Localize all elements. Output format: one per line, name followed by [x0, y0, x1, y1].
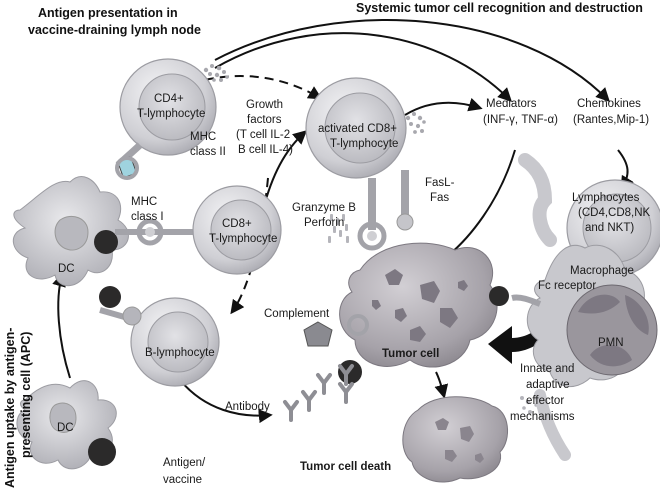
- header-apc-side: Antigen uptake by antigen- presenting ce…: [3, 328, 33, 488]
- fc-receptor-label: Fc receptor: [538, 280, 596, 292]
- cd4-t-lymphocyte: [115, 58, 229, 180]
- arrow-growth-cd8: [204, 75, 323, 100]
- activated-granules: [405, 112, 426, 134]
- growth-factors-line3: (T cell IL-2: [236, 129, 290, 141]
- dc-top: [12, 176, 136, 323]
- effector-line3: effector: [526, 395, 564, 407]
- cd8-t-lymphocyte: [192, 185, 282, 275]
- fasl-line1: FasL-: [425, 177, 455, 189]
- growth-factors-line2: factors: [247, 114, 282, 126]
- activated-cd8-t-lymphocyte: [305, 77, 426, 251]
- dc-bottom: [16, 380, 117, 470]
- complement-icon: [303, 321, 333, 347]
- arrow-activated-mediators: [404, 97, 483, 116]
- header-systemic: Systemic tumor cell recognition and dest…: [356, 1, 643, 15]
- header-lymph-node-line1: Antigen presentation in: [38, 6, 178, 20]
- tumor-label: Tumor cell: [382, 348, 439, 360]
- growth-factors-line1: Growth: [246, 99, 283, 111]
- mediators-line2: (INF-γ, TNF-α): [483, 114, 558, 126]
- cd4-label-line1: CD4+: [154, 93, 184, 105]
- header-lymph-node-line2: vaccine-draining lymph node: [28, 23, 201, 37]
- b-lymphocyte: [122, 297, 220, 387]
- macrophage-label: Macrophage: [570, 265, 634, 277]
- cd8-label-line1: CD8+: [222, 218, 252, 230]
- arrow-mediators-tumor: [437, 149, 516, 264]
- dying-tumor-cell: [402, 396, 538, 483]
- lymphocytes-label-line3: and NKT): [585, 222, 634, 234]
- lymphocytes-label-line1: Lymphocytes: [572, 192, 640, 204]
- dc-bottom-antigen-ball: [88, 438, 116, 466]
- effector-line4: mechanisms: [510, 411, 575, 423]
- arrow-cd4-to-mediators: [214, 32, 512, 102]
- tumor-fc-ball: [489, 286, 509, 306]
- b-cell-label: B-lymphocyte: [145, 347, 215, 359]
- tumor-death-label: Tumor cell death: [300, 461, 391, 473]
- antigen-line1: Antigen/: [163, 457, 206, 469]
- cd8-label-line2: T-lymphocyte: [209, 233, 277, 245]
- cd4-granules: [203, 64, 229, 82]
- arrow-b-antibody: [179, 379, 273, 424]
- complement-label: Complement: [264, 308, 330, 320]
- antibody-label: Antibody: [225, 401, 270, 413]
- mhc2-label-line2: class II: [190, 146, 226, 158]
- chemokines-line1: Chemokines: [577, 98, 641, 110]
- fasl-line2: Fas: [430, 192, 449, 204]
- pmn-label: PMN: [598, 337, 624, 349]
- mediators-line1: Mediators: [486, 98, 537, 110]
- activated-cd8-label-line1: activated CD8+: [318, 123, 397, 135]
- perforin-granules: [328, 214, 349, 243]
- header-apc-line1: Antigen uptake by antigen-: [3, 328, 17, 488]
- activated-cd8-label-line2: T-lymphocyte: [330, 138, 398, 150]
- effector-line1: Innate and: [520, 363, 574, 375]
- antigen-line2: vaccine: [163, 474, 202, 486]
- antibody-icons: [283, 364, 354, 422]
- growth-factors-line4: B cell IL-4): [238, 144, 293, 156]
- tumor-cell: [338, 242, 509, 384]
- dc-top-antigen-ball-2: [99, 286, 121, 308]
- arrow-tumor-death: [434, 371, 449, 399]
- lymphocytes-label-line2: (CD4,CD8,NK: [578, 207, 651, 219]
- arrow-dc-up: [52, 272, 71, 379]
- granzyme-line1: Granzyme B: [292, 202, 356, 214]
- cd4-label-line2: T-lymphocyte: [137, 108, 205, 120]
- chemokines-line2: (Rantes,Mip-1): [573, 114, 649, 126]
- tumor-holes: [372, 269, 468, 342]
- arrow-cd4-to-chemokines: [214, 19, 610, 103]
- dc-top-label: DC: [58, 263, 75, 275]
- dc-bottom-label: DC: [57, 422, 74, 434]
- dc-top-antigen-ball: [94, 230, 118, 254]
- pmn: [566, 284, 658, 376]
- mhc2-label-line1: MHC: [190, 131, 216, 143]
- header-apc-line2: presenting cell (APC): [19, 332, 33, 458]
- mhc1-label-line2: class I: [131, 211, 164, 223]
- effector-line2: adaptive: [526, 379, 569, 391]
- mhc1-label-line1: MHC: [131, 196, 157, 208]
- granzyme-line2: Perforin: [304, 217, 344, 229]
